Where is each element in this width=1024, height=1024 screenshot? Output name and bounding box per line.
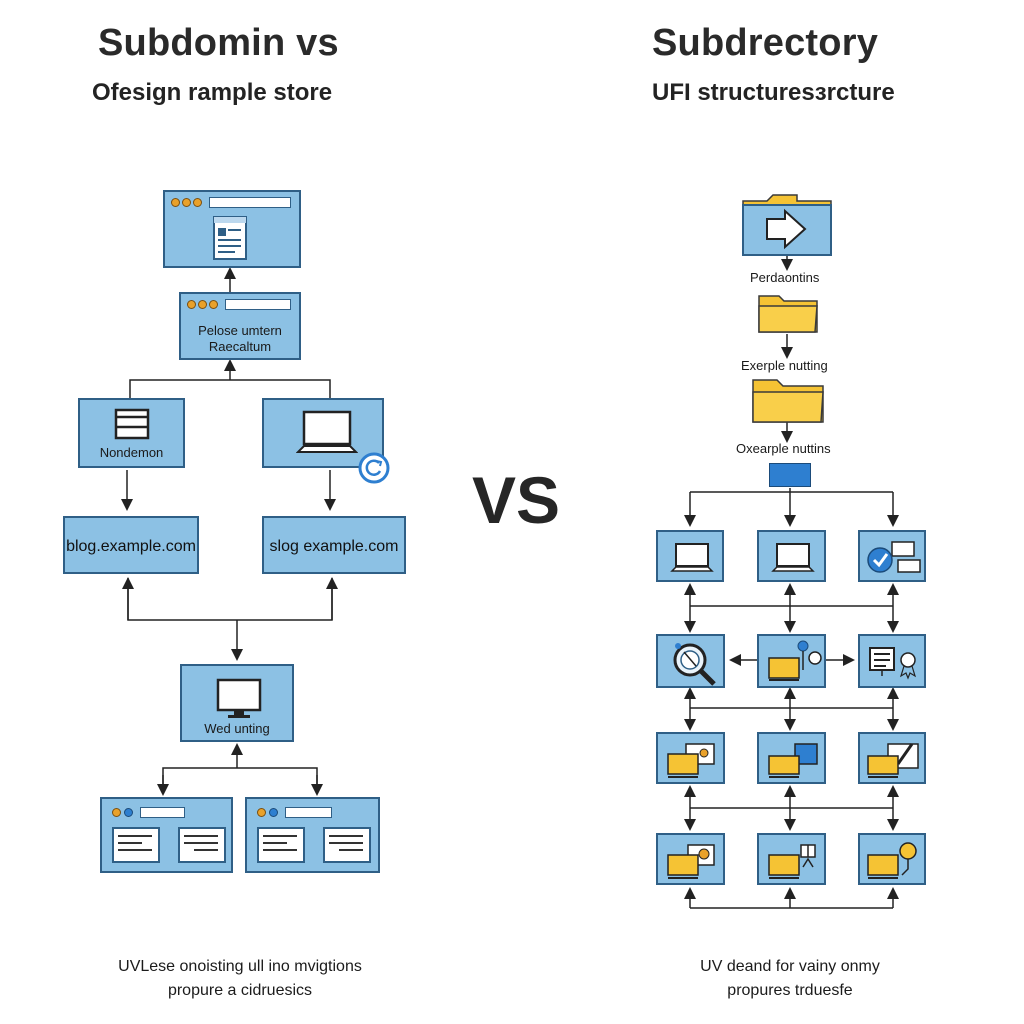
left-caption: UVLese onoisting ull ino mvigtions propu… (60, 955, 420, 1003)
web-box: Wed unting (180, 664, 294, 742)
monitor-icon (216, 678, 262, 718)
right-caption-line-2: propures trduesfe (727, 982, 853, 999)
left-title: Subdomin vs (98, 22, 339, 64)
left-caption-line-1: UVLese onoisting ull ino mvigtions (118, 958, 362, 975)
blog-right-label: slog example.com (269, 538, 399, 555)
blog-box-left: blog.example.com (63, 516, 199, 574)
folder-chat-icon (667, 844, 715, 879)
grid-node-r4c1 (656, 833, 725, 885)
root-node (769, 463, 811, 487)
document-icon (112, 827, 160, 863)
grid-node-r1c3 (858, 530, 926, 582)
right-subtitle: UFI structuresзrcture (652, 79, 895, 106)
nondemon-box: Nondemon (78, 398, 185, 468)
browser-document-icon (213, 216, 247, 260)
vs-label: VS (472, 463, 561, 537)
certificate-icon (869, 647, 917, 680)
folder-pin-icon (867, 842, 917, 879)
grid-node-r4c3 (858, 833, 926, 885)
web-box-label: Wed unting (204, 721, 270, 736)
grid-node-r4c2 (757, 833, 826, 885)
grid-node-r2c2 (757, 634, 826, 688)
checkmark-devices-icon (867, 541, 921, 573)
folder2-label: Exerple nutting (741, 358, 828, 373)
laptop-icon (670, 543, 714, 572)
grid-node-r2c1 (656, 634, 725, 688)
document-icon (257, 827, 305, 863)
folder3-label: Oxearple nuttins (736, 441, 831, 456)
folder-pin-icon (768, 640, 822, 681)
folder1-label: Perdaontins (750, 270, 820, 285)
folder-arrow-icon (742, 194, 832, 256)
browser-toolbar (253, 807, 372, 818)
folder-pen-icon (867, 743, 919, 778)
laptop-icon (296, 410, 358, 453)
middle-browser-label-1: Pelose umtern (198, 323, 282, 338)
grid-node-r3c1 (656, 732, 725, 784)
grid-node-r1c2 (757, 530, 826, 582)
left-subtitle: Ofesign rample store (92, 79, 333, 106)
right-caption-line-1: UV deand for vainy onmy (700, 958, 880, 975)
nondemon-label: Nondemon (99, 445, 164, 460)
grid-node-r2c3 (858, 634, 926, 688)
folder-icon (752, 379, 824, 423)
bottom-browser-left (100, 797, 233, 873)
right-title: Subdrectory (652, 22, 879, 64)
middle-browser-label-2: Raecaltum (208, 339, 272, 354)
laptop-box (262, 398, 384, 468)
folder-tools-icon (768, 844, 816, 879)
refresh-icon (358, 452, 390, 484)
document-icon (323, 827, 371, 863)
blog-box-right: slog example.com (262, 516, 406, 574)
top-browser-window (163, 190, 301, 268)
folder-icon (758, 295, 818, 333)
magnifier-icon (673, 643, 716, 686)
browser-toolbar (108, 807, 225, 818)
browser-toolbar (187, 299, 293, 310)
folder-doc-icon (768, 743, 818, 778)
right-caption: UV deand for vainy onmy propures trduesf… (640, 955, 940, 1003)
grid-node-r1c1 (656, 530, 724, 582)
window-icon (114, 408, 150, 440)
laptop-icon (771, 543, 815, 572)
bottom-browser-right (245, 797, 380, 873)
blog-left-label: blog.example.com (66, 538, 196, 555)
browser-toolbar (171, 197, 293, 208)
left-caption-line-2: propure a cidruesics (167, 982, 313, 999)
grid-node-r3c2 (757, 732, 826, 784)
document-icon (178, 827, 226, 863)
middle-browser-window: Pelose umtern Raecaltum (179, 292, 301, 360)
folder-chat-icon (667, 743, 715, 778)
grid-node-r3c3 (858, 732, 926, 784)
